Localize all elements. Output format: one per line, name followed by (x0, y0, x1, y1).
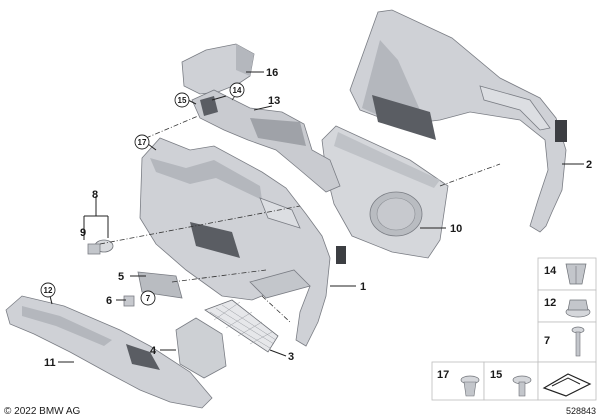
copyright-text: © 2022 BMW AG (4, 406, 81, 417)
callout-13: 13 (268, 95, 280, 107)
callout-15-circled: 15 (178, 96, 187, 105)
callout-numbers: 1 2 3 4 5 6 8 9 10 11 13 16 (44, 67, 592, 369)
callout-8: 8 (92, 189, 98, 201)
callout-17-circled: 17 (138, 138, 147, 147)
callout-5: 5 (118, 271, 124, 283)
callout-11: 11 (44, 357, 56, 369)
legend-cell-14 (537, 257, 597, 291)
legend-number-14: 14 (544, 265, 557, 277)
screw-icon (571, 326, 585, 357)
part-10-side-panel (321, 125, 449, 259)
part-11-floor-trim (5, 295, 213, 409)
callout-10: 10 (450, 223, 462, 235)
callout-6: 6 (106, 295, 112, 307)
circled-callouts: 7 12 14 15 17 (40, 82, 245, 306)
legend-number-7: 7 (544, 335, 550, 347)
hex-nut-icon (565, 299, 591, 318)
leader-lines (49, 71, 584, 363)
legend-number-17: 17 (437, 369, 449, 381)
part-6-small-clip (123, 295, 135, 307)
fastener-legend: 14 12 7 17 15 (431, 257, 597, 401)
flange-screw-icon (512, 375, 532, 397)
legend-number-15: 15 (490, 369, 502, 381)
reference-number: 528843 (566, 406, 596, 416)
callout-12-circled: 12 (44, 286, 53, 295)
part-13-support-bracket (191, 89, 341, 193)
part-16-upper-cover (181, 43, 255, 95)
legend-number-12: 12 (544, 297, 556, 309)
expanding-clip-icon (565, 263, 587, 285)
callout-1: 1 (360, 281, 366, 293)
callout-4: 4 (150, 345, 157, 357)
part-1-main-side-trim (139, 137, 346, 347)
part-3-mesh-net (204, 299, 279, 353)
part-2-right-side-trim (349, 9, 567, 233)
callout-2: 2 (586, 159, 592, 171)
push-rivet-icon (460, 375, 480, 397)
callout-16: 16 (266, 67, 278, 79)
part-4-cover-plate (175, 317, 227, 379)
callout-14-circled: 14 (233, 86, 242, 95)
spring-clip-icon (542, 373, 592, 397)
part-9-clip-fastener (87, 239, 114, 255)
callout-9: 9 (80, 227, 86, 239)
callout-3: 3 (288, 351, 294, 363)
callout-7-circled: 7 (146, 294, 151, 303)
